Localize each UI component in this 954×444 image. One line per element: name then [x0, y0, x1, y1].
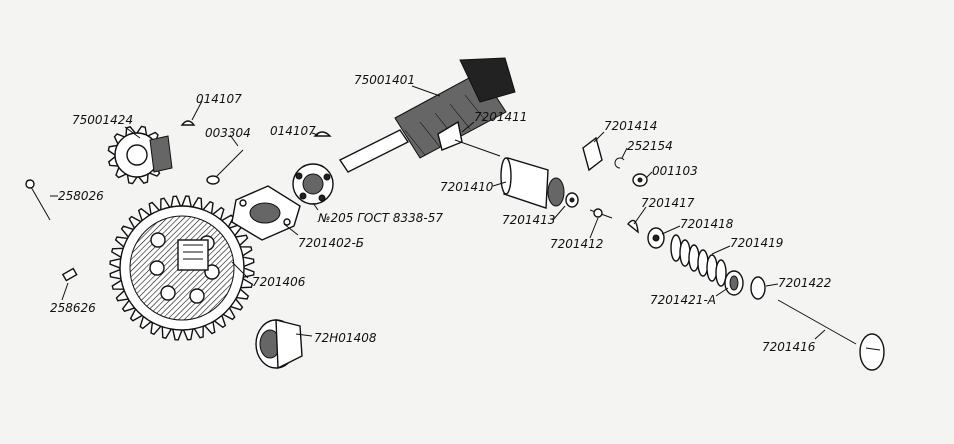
label-7201413: 7201413	[502, 213, 555, 227]
label-7201419: 7201419	[730, 236, 783, 250]
label-003304: 003304	[205, 126, 251, 140]
label-7201418: 7201418	[680, 217, 734, 231]
key-014107-a	[180, 120, 196, 126]
spring-7201419	[670, 234, 727, 287]
label-72h01408: 72Н01408	[314, 331, 377, 345]
washer-7201413	[565, 192, 579, 208]
label-014107-a: 014107	[196, 92, 242, 106]
sleeve-drawing	[500, 157, 565, 209]
bolt-7201412	[589, 208, 613, 219]
screw-003304	[206, 149, 244, 185]
bearing-drawing	[292, 163, 334, 205]
leader-lines	[50, 85, 826, 340]
flange-drawing	[231, 185, 301, 241]
label-258626: 258626	[50, 301, 96, 315]
key-258626	[61, 267, 78, 282]
label-7201410: 7201410	[440, 180, 494, 194]
label-bearing-note: №205 ГОСТ 8338-57	[317, 211, 443, 225]
label-7201421a: 7201421-А	[650, 293, 716, 307]
label-75001401: 75001401	[354, 73, 415, 87]
label-7201417: 7201417	[641, 196, 695, 210]
label-7201402b: 7201402-Б	[298, 236, 364, 250]
key-014107-b	[313, 131, 332, 137]
label-75001424: 75001424	[72, 113, 133, 127]
washer-7201421a	[724, 270, 744, 296]
label-252154: 252154	[627, 139, 673, 153]
cotter-pin-258026	[25, 179, 51, 221]
hub-drawing	[255, 319, 303, 370]
label-7201406: 7201406	[252, 275, 306, 289]
label-014107-b: 014107	[270, 124, 316, 138]
label-001103: 001103	[652, 164, 698, 178]
plate-7201414	[582, 136, 603, 172]
label-7201414: 7201414	[604, 119, 657, 133]
label-7201411: 7201411	[474, 110, 527, 124]
ring-252154	[614, 157, 625, 169]
valve-drawing	[777, 299, 885, 371]
label-7201422: 7201422	[778, 276, 831, 290]
cap-7201417	[627, 219, 639, 234]
label-7201412: 7201412	[550, 237, 603, 251]
disc-7201418	[647, 227, 665, 249]
large-gear-drawing	[109, 195, 255, 341]
bracket-drawing	[437, 120, 501, 157]
label-258026: 258026	[58, 189, 104, 203]
small-gear-drawing	[107, 125, 173, 185]
label-7201416: 7201416	[762, 340, 816, 354]
main-shaft-drawing	[338, 57, 516, 173]
nut-001103	[632, 173, 648, 187]
ring-7201422	[750, 276, 766, 300]
